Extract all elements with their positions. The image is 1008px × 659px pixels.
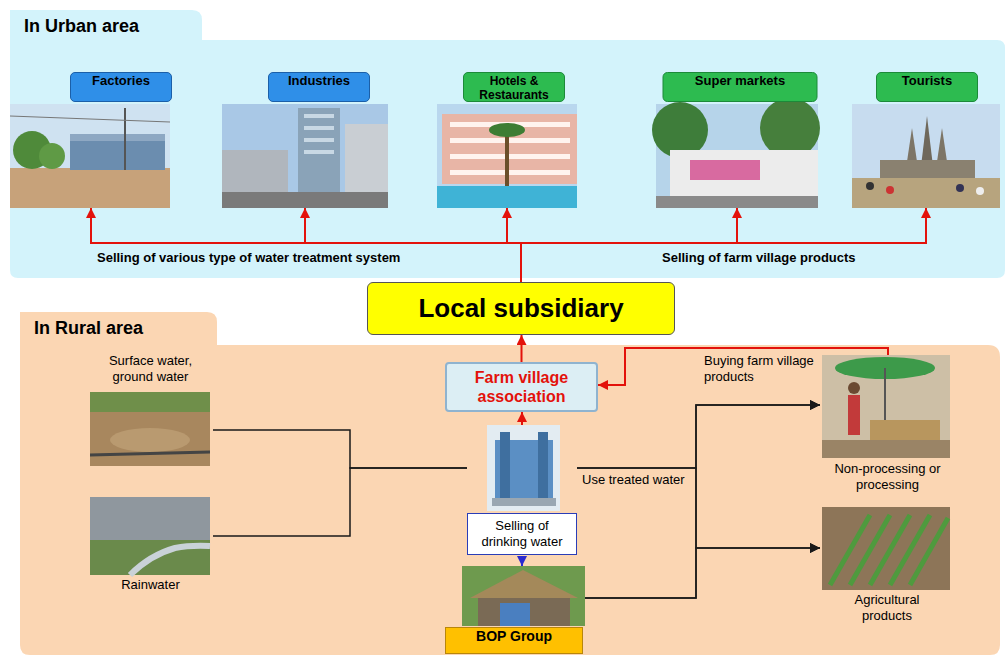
- band-title: In Rural area: [34, 318, 143, 339]
- drinking-water-box: Selling of drinking water: [467, 513, 577, 555]
- subsidiary-label: Local subsidiary: [418, 293, 623, 324]
- flow-connector: [521, 412, 523, 425]
- tourists-photo: [852, 104, 1000, 208]
- edge-label: Use treated water: [582, 472, 685, 488]
- product-group: Non-processing or processing: [820, 355, 955, 500]
- treatment-unit: Selling of drinking water: [467, 425, 577, 556]
- flow-connector: [521, 556, 523, 566]
- flow-connector: [585, 548, 820, 598]
- customer-group: Super markets: [656, 72, 818, 208]
- flow-connector: [507, 208, 521, 282]
- flow-connector: [585, 405, 820, 598]
- hotel-photo: [437, 104, 577, 208]
- customer-tag: Industries: [268, 72, 370, 102]
- factories-photo: [10, 104, 170, 208]
- flow-connector: [521, 335, 523, 362]
- customer-tag: Super markets: [663, 72, 818, 102]
- customer-tag: Tourists: [876, 72, 978, 102]
- flow-connector: [213, 468, 467, 536]
- urban-area-band: In Urban areaFactories Industries Hotels &…: [10, 10, 1005, 278]
- surface-water-photo: [90, 392, 210, 466]
- customer-group: Hotels & Restaurants: [437, 72, 577, 208]
- band-title: In Urban area: [24, 16, 139, 37]
- customer-group: Tourists: [852, 72, 1000, 208]
- customer-tag: Hotels & Restaurants: [463, 72, 565, 102]
- water-treatment-photo: [487, 425, 560, 511]
- edge-label: Buying farm village products: [704, 353, 818, 385]
- flow-connector: [213, 430, 467, 468]
- farm-stall-photo: [822, 355, 950, 458]
- flow-connector: [577, 468, 820, 548]
- subsidiary-box: Local subsidiary: [367, 282, 675, 335]
- industries-photo: [222, 104, 388, 208]
- rainwater-photo: [90, 497, 210, 575]
- customer-group: Factories: [10, 72, 172, 208]
- annotation-text: Selling of various type of water treatme…: [97, 250, 400, 266]
- flow-connector: [91, 208, 521, 282]
- source-caption: Rainwater: [88, 577, 213, 593]
- product-caption: Agricultural products: [832, 592, 942, 624]
- association-label: Farm village association: [451, 368, 592, 406]
- rural-area-band: In Rural areaSurface water, ground water…: [20, 312, 1000, 655]
- flow-connector: [521, 208, 926, 282]
- water-source: Surface water, ground water: [88, 353, 213, 468]
- bop-tag: BOP Group: [445, 627, 583, 654]
- product-group: Agricultural products: [820, 505, 955, 627]
- annotation-text: Selling of farm village products: [662, 250, 856, 266]
- flow-connector: [305, 208, 521, 282]
- association-box: Farm village association: [445, 362, 598, 412]
- source-caption: Surface water, ground water: [88, 353, 213, 385]
- bop-group: BOP Group: [445, 566, 585, 655]
- rural-band-shape: [20, 312, 1000, 655]
- water-source: Rainwater: [88, 495, 213, 597]
- product-caption: Non-processing or processing: [820, 461, 955, 493]
- supermarket-photo: [652, 98, 820, 208]
- bop-house-photo: [462, 566, 585, 626]
- vegetable-field-photo: [822, 507, 950, 590]
- customer-group: Industries: [222, 72, 388, 208]
- customer-tag: Factories: [70, 72, 172, 102]
- flow-connector: [598, 348, 888, 385]
- flow-connector: [577, 405, 820, 468]
- flow-connector: [521, 208, 737, 282]
